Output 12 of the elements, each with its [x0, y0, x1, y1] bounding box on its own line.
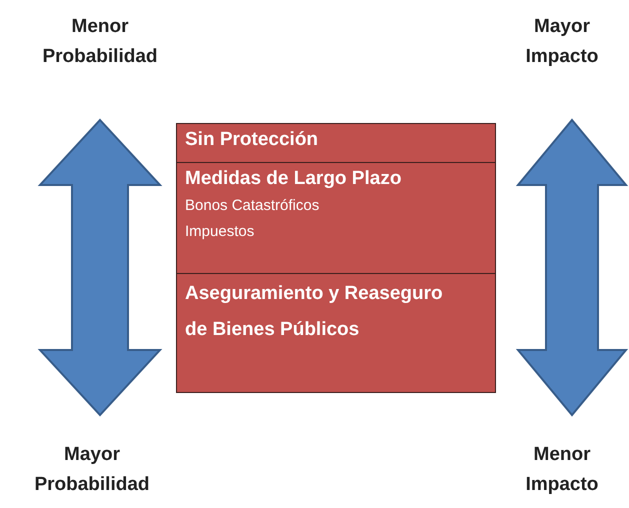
- box-heading: Aseguramiento y Reaseguro de Bienes Públicos: [185, 282, 444, 342]
- scale-label: Mayor Probabilidad: [33, 443, 151, 497]
- list-item: Bonos Catastróficos: [185, 196, 320, 216]
- scale-label: Menor Probabilidad: [41, 15, 159, 69]
- box-heading: Sin Protección: [185, 128, 320, 152]
- box-heading: Medidas de Largo Plazo: [185, 167, 402, 191]
- scale-label: Menor Impacto: [524, 443, 600, 497]
- scale-label: Mayor Impacto: [524, 15, 600, 69]
- category-box: [176, 162, 496, 274]
- category-box: [176, 273, 496, 393]
- list-item: Impuestos: [185, 222, 256, 242]
- category-box: [176, 123, 496, 163]
